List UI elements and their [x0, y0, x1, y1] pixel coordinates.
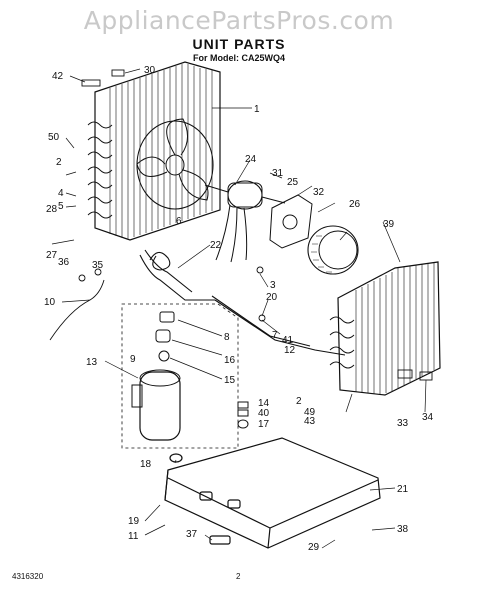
callout: 3 [270, 280, 276, 291]
callout: 6 [176, 216, 182, 227]
callout: 49 [304, 407, 316, 418]
callout: 42 [52, 71, 64, 82]
page-number: 2 [236, 572, 241, 581]
callout: 18 [140, 459, 152, 470]
callout: 1 [254, 104, 260, 115]
callout: 50 [48, 132, 60, 143]
document-number: 4316320 [12, 572, 44, 581]
motor-bracket [269, 194, 313, 249]
callout: 14 [258, 398, 270, 409]
callout: 20 [266, 292, 278, 303]
callout: 2 [56, 157, 62, 168]
callout: 12 [284, 345, 296, 356]
callout: 7 [272, 330, 278, 341]
callout: 32 [313, 187, 325, 198]
watermark: AppliancePartsPros.com [83, 6, 395, 35]
callout: 35 [92, 260, 104, 271]
callout: 37 [186, 529, 198, 540]
base-pan [164, 437, 381, 549]
model-subtitle: For Model: CA25WQ4 [192, 53, 285, 63]
callout: 38 [397, 524, 409, 535]
fan-blade [136, 118, 214, 210]
callout: 43 [304, 416, 316, 427]
callout: 9 [130, 354, 136, 365]
callout: 5 [58, 201, 64, 212]
callout: 27 [46, 250, 58, 261]
callout: 8 [224, 332, 230, 343]
callout: 29 [308, 542, 320, 553]
refrigerant-tubing [139, 249, 346, 356]
evaporator-coil [329, 261, 441, 396]
small-parts [49, 69, 433, 381]
callout: 33 [397, 418, 409, 429]
callout: 19 [128, 516, 140, 527]
page-title: UNIT PARTS [192, 36, 286, 52]
callout: 34 [422, 412, 434, 423]
callout: 13 [86, 357, 98, 368]
callout: 10 [44, 297, 56, 308]
callout: 11 [128, 531, 139, 542]
callout: 25 [287, 177, 299, 188]
callout: 16 [224, 355, 236, 366]
blower-wheel [307, 225, 359, 275]
callout: 36 [58, 257, 70, 268]
callout: 40 [258, 408, 270, 419]
callout: 28 [46, 204, 58, 215]
fan-motor [204, 180, 286, 263]
callout-labels: 42 30 1 50 2 4 5 28 27 36 35 10 24 31 25… [44, 65, 434, 553]
callout: 4 [58, 188, 64, 199]
callout: 15 [224, 375, 236, 386]
callout: 39 [383, 219, 395, 230]
condenser-coil [87, 61, 221, 241]
compressor-assembly [121, 303, 249, 449]
callout: 30 [144, 65, 156, 76]
callout: 26 [349, 199, 361, 210]
leader-lines [51, 68, 427, 549]
callout: 24 [245, 154, 257, 165]
callout: 31 [272, 168, 284, 179]
callout: 22 [210, 240, 222, 251]
callout: 41 [282, 335, 294, 346]
callout: 2 [296, 396, 302, 407]
callout: 17 [258, 419, 270, 430]
callout: 21 [397, 484, 409, 495]
